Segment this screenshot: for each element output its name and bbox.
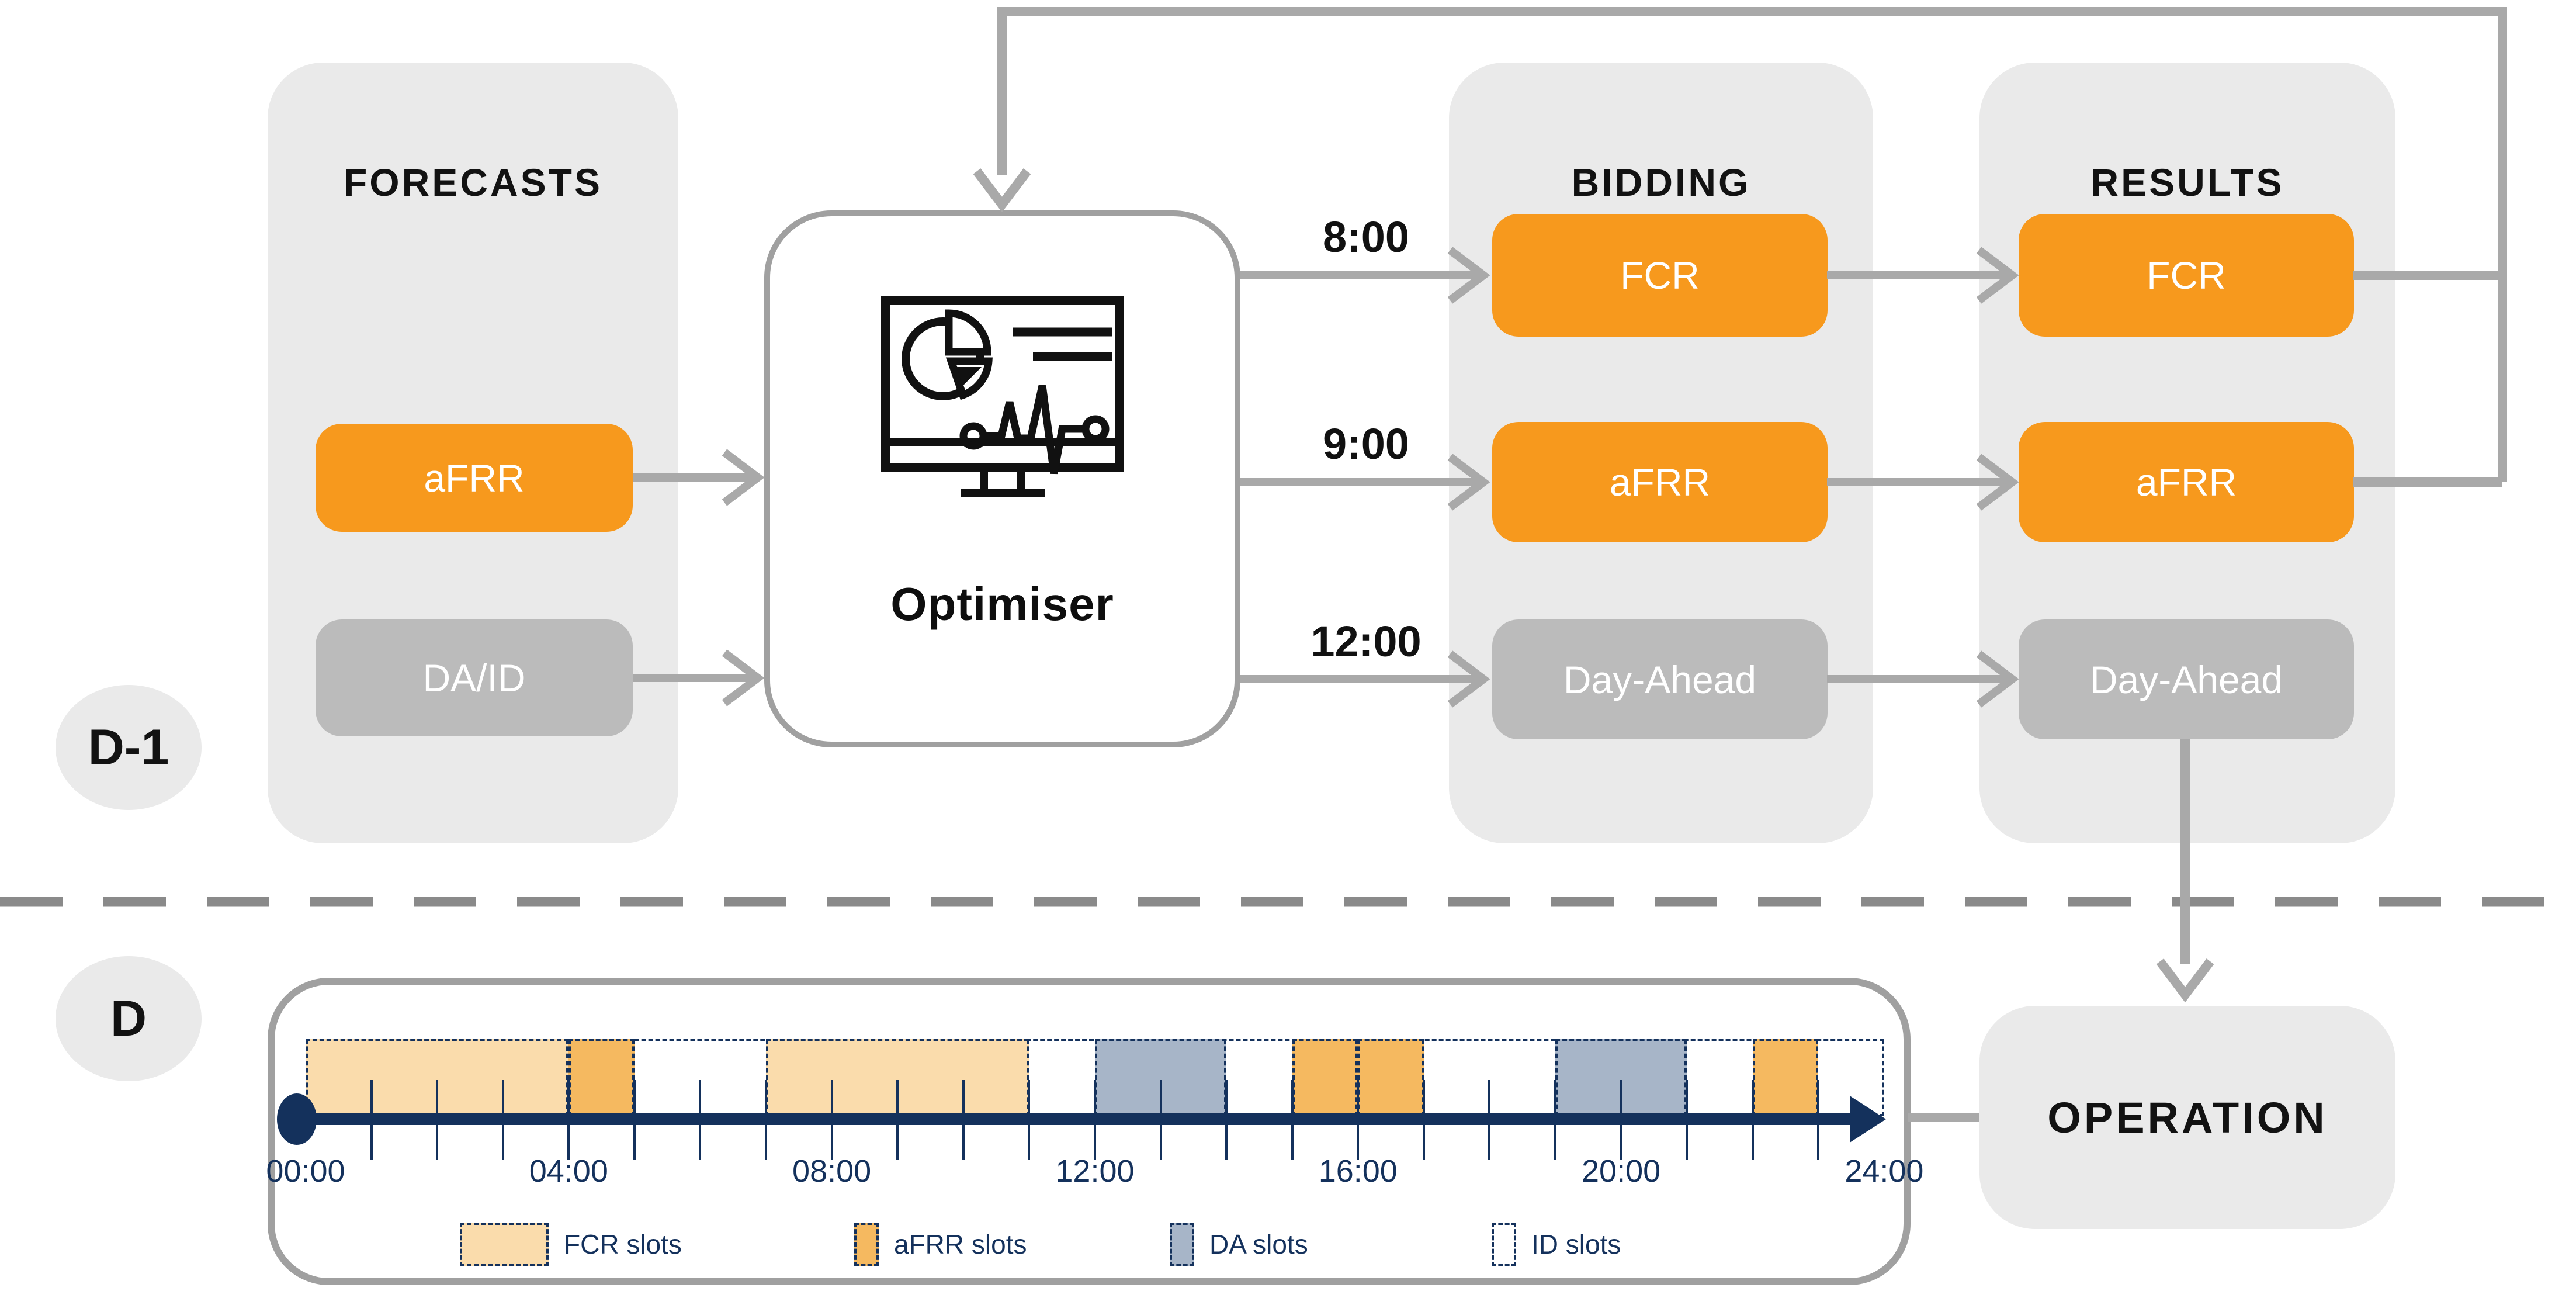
forecasts-title: FORECASTS <box>343 161 603 204</box>
bidding-afrr-node: aFRR <box>1492 422 1828 542</box>
afrr-slot <box>568 1039 635 1116</box>
stage-d-minus-1-badge: D-1 <box>56 685 202 810</box>
feedback-arrowhead-into-optimiser <box>973 168 1031 213</box>
gate-time-dayahead: 12:00 <box>1310 617 1422 666</box>
bidding-dayahead-node: Day-Ahead <box>1492 619 1828 739</box>
bidding-fcr-label: FCR <box>1620 254 1700 297</box>
fcr-legend-label: FCR slots <box>564 1229 682 1259</box>
time-axis-label: 12:00 <box>1055 1154 1135 1189</box>
time-axis-label: 04:00 <box>529 1154 608 1189</box>
time-axis-label: 20:00 <box>1582 1154 1661 1189</box>
time-axis-label: 16:00 <box>1318 1154 1398 1189</box>
afrr-legend-label: aFRR slots <box>894 1229 1027 1259</box>
time-axis-label: 00:00 <box>266 1154 345 1189</box>
results-afrr-node: aFRR <box>2019 422 2354 542</box>
forecast-afrr-node: aFRR <box>316 424 633 532</box>
id-legend-swatch <box>1492 1223 1516 1266</box>
results-dayahead-label: Day-Ahead <box>2089 657 2283 701</box>
operation-label: OPERATION <box>2047 1093 2328 1142</box>
bidding-panel: BIDDING FCR aFRR Day-Ahead <box>1449 63 1873 843</box>
stage-d-minus-1-label: D-1 <box>88 719 169 776</box>
gate-time-afrr: 9:00 <box>1322 420 1410 468</box>
stage-d-badge: D <box>56 956 202 1081</box>
forecast-afrr-label: aFRR <box>424 456 525 500</box>
gate-time-fcr: 8:00 <box>1322 213 1410 261</box>
monitor-analytics-icon <box>881 296 1124 497</box>
optimiser-label: Optimiser <box>890 578 1114 630</box>
bidding-title: BIDDING <box>1571 161 1751 204</box>
bidding-fcr-node: FCR <box>1492 214 1828 337</box>
forecast-daid-label: DA/ID <box>422 656 526 700</box>
afrr-slot <box>1752 1039 1819 1116</box>
afrr-legend-swatch <box>854 1223 879 1266</box>
results-title: RESULTS <box>2090 161 2284 204</box>
fcr-legend-swatch <box>460 1223 549 1266</box>
results-fcr-label: FCR <box>2147 254 2226 297</box>
forecasts-panel: FORECASTS aFRR DA/ID <box>268 63 678 843</box>
results-dayahead-node: Day-Ahead <box>2019 619 2354 739</box>
bidding-dayahead-label: Day-Ahead <box>1563 657 1757 701</box>
id-legend-label: ID slots <box>1531 1229 1621 1259</box>
da-legend-label: DA slots <box>1209 1229 1308 1259</box>
results-afrr-label: aFRR <box>2135 461 2237 504</box>
optimiser-node: Optimiser <box>764 210 1240 747</box>
time-axis-label: 08:00 <box>792 1154 872 1189</box>
time-axis <box>297 1113 1858 1125</box>
bidding-afrr-label: aFRR <box>1609 461 1711 504</box>
axis-arrowhead <box>1850 1096 1886 1143</box>
operation-node: OPERATION <box>1979 1006 2395 1229</box>
forecast-daid-node: DA/ID <box>316 619 633 736</box>
axis-start-dot <box>277 1093 317 1145</box>
stage-d-label: D <box>110 990 147 1047</box>
afrr-slot <box>1358 1039 1424 1116</box>
da-legend-swatch <box>1170 1223 1194 1266</box>
results-fcr-node: FCR <box>2019 214 2354 337</box>
time-axis-label: 24:00 <box>1845 1154 1924 1189</box>
afrr-slot <box>1292 1039 1358 1116</box>
results-panel: RESULTS FCR aFRR Day-Ahead <box>1979 63 2395 843</box>
